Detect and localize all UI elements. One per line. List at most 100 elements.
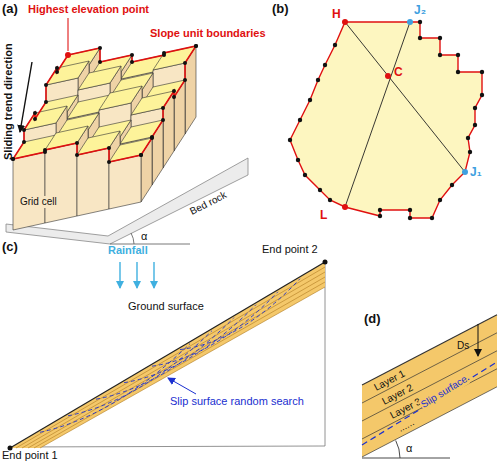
boundary-dot: [44, 83, 48, 87]
vertex-dot: [438, 53, 442, 57]
block-top-face: [99, 86, 142, 110]
point-label: J₁: [470, 166, 482, 180]
block-front-face: [109, 155, 141, 209]
block-top-face: [45, 126, 88, 150]
vertex-dot: [480, 93, 484, 97]
layer-line: [28, 277, 325, 448]
lowest-point: [342, 204, 348, 210]
boundary-dot: [33, 111, 37, 115]
boundary-dot: [75, 141, 79, 145]
vertex-dot: [328, 198, 332, 202]
boundary-dot: [130, 53, 134, 57]
boundary-dot: [44, 100, 48, 104]
soil-band: [10, 262, 325, 448]
vertex-dot: [316, 78, 320, 82]
block-front-face: [77, 148, 109, 216]
boundary-dot: [172, 89, 176, 93]
point-label: H: [332, 8, 341, 22]
boundary-dot: [22, 128, 26, 132]
block-front-face: [13, 152, 45, 230]
angle-arc: [396, 441, 400, 459]
vertex-dot: [343, 205, 347, 209]
layer-line: [10, 262, 325, 448]
vertex-dot: [480, 70, 484, 74]
vertex-dot: [456, 53, 460, 57]
rain-arrow: [153, 262, 154, 288]
layer-line: [34, 282, 325, 448]
layered-slab: [362, 315, 497, 457]
h-j1-line: [345, 22, 465, 172]
vertex-dot: [418, 36, 422, 40]
slope-unit-boundary: [13, 46, 196, 162]
boundary-dot: [172, 95, 176, 99]
boundary-dot: [107, 146, 111, 150]
direction-label: Sliding trend direction: [2, 43, 15, 160]
highest-point: [342, 19, 348, 25]
vertex-dot: [450, 183, 454, 187]
rain-arrow: [119, 262, 120, 288]
point-label: C: [394, 66, 403, 80]
vertex-dot: [438, 36, 442, 40]
boundary-dot: [55, 66, 59, 70]
boundary-dot: [150, 135, 154, 139]
depth-arrow: [478, 324, 479, 356]
boundary-dot: [183, 61, 187, 65]
block-top-face: [78, 66, 121, 90]
vertex-dot: [378, 214, 382, 218]
leader-arrow: [168, 378, 196, 394]
vertex-dot: [456, 70, 460, 74]
boundary-dot: [98, 60, 102, 64]
boundary-dot: [194, 44, 198, 48]
layer-lines: [362, 315, 497, 457]
leader-line: [68, 18, 69, 51]
vertex-dot: [288, 138, 292, 142]
boundary-dot: [66, 53, 70, 57]
boundary-dot: [66, 53, 70, 57]
j1-point: [462, 169, 468, 175]
l-j2-line: [345, 22, 410, 207]
vertex-dots: [288, 20, 484, 220]
vertex-dot: [430, 216, 434, 220]
layer-line: [40, 287, 325, 448]
layer-line: [22, 272, 325, 448]
layer-line: [362, 351, 497, 421]
point-label: End point 2: [262, 243, 318, 256]
boundary-dot: [107, 160, 111, 164]
vertex-dot: [473, 123, 477, 127]
callout-label: Slope unit boundaries: [150, 27, 266, 40]
panel-letter: (d): [364, 312, 381, 327]
vertex-dot: [438, 198, 442, 202]
boundary-dot: [22, 140, 26, 144]
highest-point: [65, 52, 71, 58]
vertex-dot: [343, 20, 347, 24]
j2-point: [407, 19, 413, 25]
boundary-dot: [55, 70, 59, 74]
vertex-dot: [298, 118, 302, 122]
boundary-dot: [139, 153, 143, 157]
point-label: L: [320, 209, 327, 223]
block-top-face: [153, 46, 196, 70]
slip-curve: [180, 279, 300, 350]
slip-surfaces: [40, 279, 300, 433]
panel-letter: (c): [2, 240, 18, 255]
block-top-face: [109, 138, 152, 162]
boundary-dot: [161, 118, 165, 122]
vertex-dot: [308, 98, 312, 102]
angle-label: α: [406, 442, 412, 455]
callout-label: Ground surface: [128, 300, 204, 313]
boundary-dot: [161, 106, 165, 110]
block-front-face: [45, 143, 77, 223]
vertex-dot: [323, 63, 327, 67]
point-label: J₂: [414, 4, 426, 18]
block-top-face: [131, 91, 174, 115]
slip-surface-line: [362, 362, 497, 445]
vertex-dot: [303, 173, 307, 177]
boundary-dot: [162, 51, 166, 55]
sliding-arrow: [20, 62, 32, 132]
boundary-dot: [150, 136, 154, 140]
triangle-base: [10, 446, 325, 447]
block-top-face: [77, 131, 120, 155]
boundary-dot: [194, 44, 198, 48]
callout-label: Slip surface random search: [170, 395, 304, 408]
